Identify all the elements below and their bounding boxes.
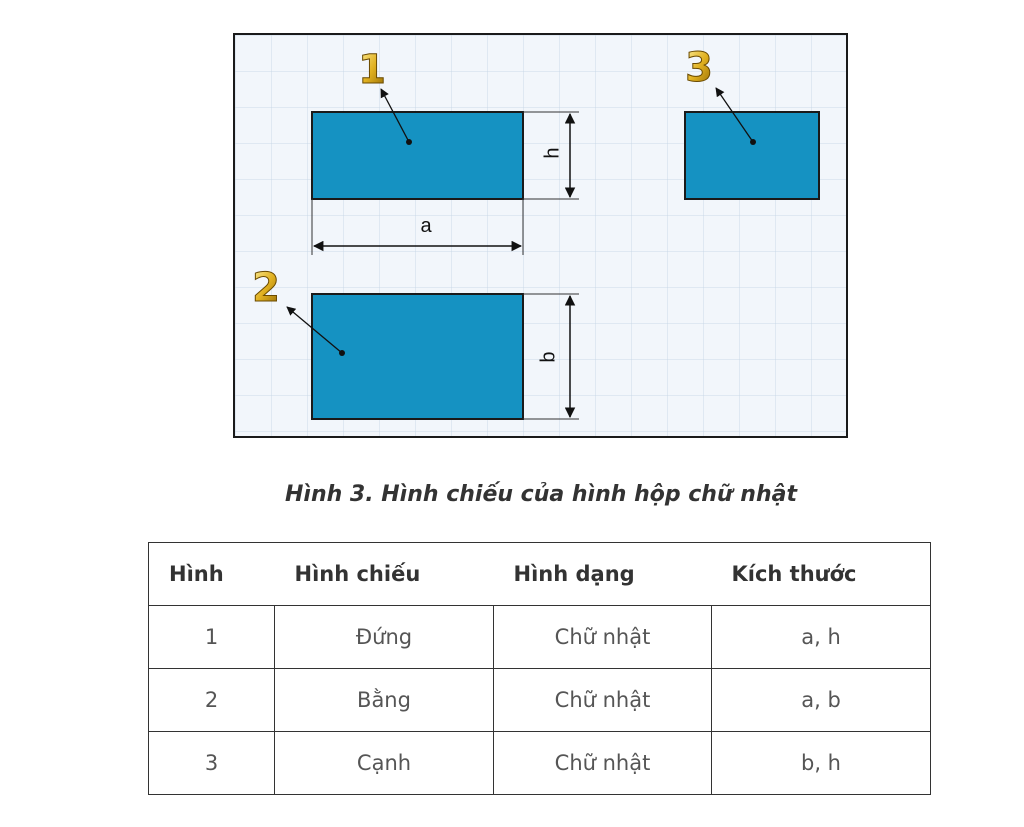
- projection-diagram: h a b 1 2 3: [252, 45, 820, 420]
- dimension-a: a: [311, 199, 524, 255]
- table-cell: Chữ nhật: [493, 668, 712, 732]
- leader-2: [286, 306, 345, 356]
- table-cell: b, h: [711, 731, 931, 795]
- dim-label-h: h: [541, 147, 563, 158]
- table-cell: 1: [148, 605, 275, 669]
- table-cell: Đứng: [274, 605, 494, 669]
- dim-label-a: a: [420, 215, 432, 237]
- view-number-1: 1: [358, 47, 386, 93]
- header-cell: Hình: [148, 542, 275, 606]
- table-cell: Chữ nhật: [493, 731, 712, 795]
- projection-figure: h a b 1 2 3: [233, 33, 848, 438]
- view-number-3: 3: [685, 45, 713, 91]
- cropped-heading: ▀▀ ▀▀: [0, 0, 1024, 10]
- leader-1: [380, 88, 412, 145]
- dimension-h: h: [523, 111, 579, 200]
- table-cell: Bằng: [274, 668, 494, 732]
- dim-label-b: b: [537, 351, 559, 362]
- header-cell: Hình chiếu: [274, 542, 494, 606]
- table-cell: a, b: [711, 668, 931, 732]
- table-cell: Cạnh: [274, 731, 494, 795]
- header-cell: Kích thước: [711, 542, 931, 606]
- front-view-rect: [311, 111, 524, 200]
- table-cell: Chữ nhật: [493, 605, 712, 669]
- top-view-rect: [311, 293, 524, 420]
- side-view-rect: [684, 111, 820, 200]
- table-cell: 2: [148, 668, 275, 732]
- table-cell: 3: [148, 731, 275, 795]
- figure-caption: Hình 3. Hình chiếu của hình hộp chữ nhật: [285, 482, 797, 507]
- table-row: 3 Cạnh Chữ nhật b, h: [148, 731, 931, 795]
- table-row: 2 Bằng Chữ nhật a, b: [148, 668, 931, 732]
- dimension-b: b: [523, 293, 579, 420]
- table-cell: a, h: [711, 605, 931, 669]
- leader-3: [715, 87, 756, 145]
- table-row: 1 Đứng Chữ nhật a, h: [148, 605, 931, 669]
- table-header-row: Hình Hình chiếu Hình dạng Kích thước: [148, 542, 931, 606]
- view-number-2: 2: [252, 265, 280, 311]
- projection-table: Hình Hình chiếu Hình dạng Kích thước 1 Đ…: [148, 542, 931, 795]
- header-cell: Hình dạng: [493, 542, 712, 606]
